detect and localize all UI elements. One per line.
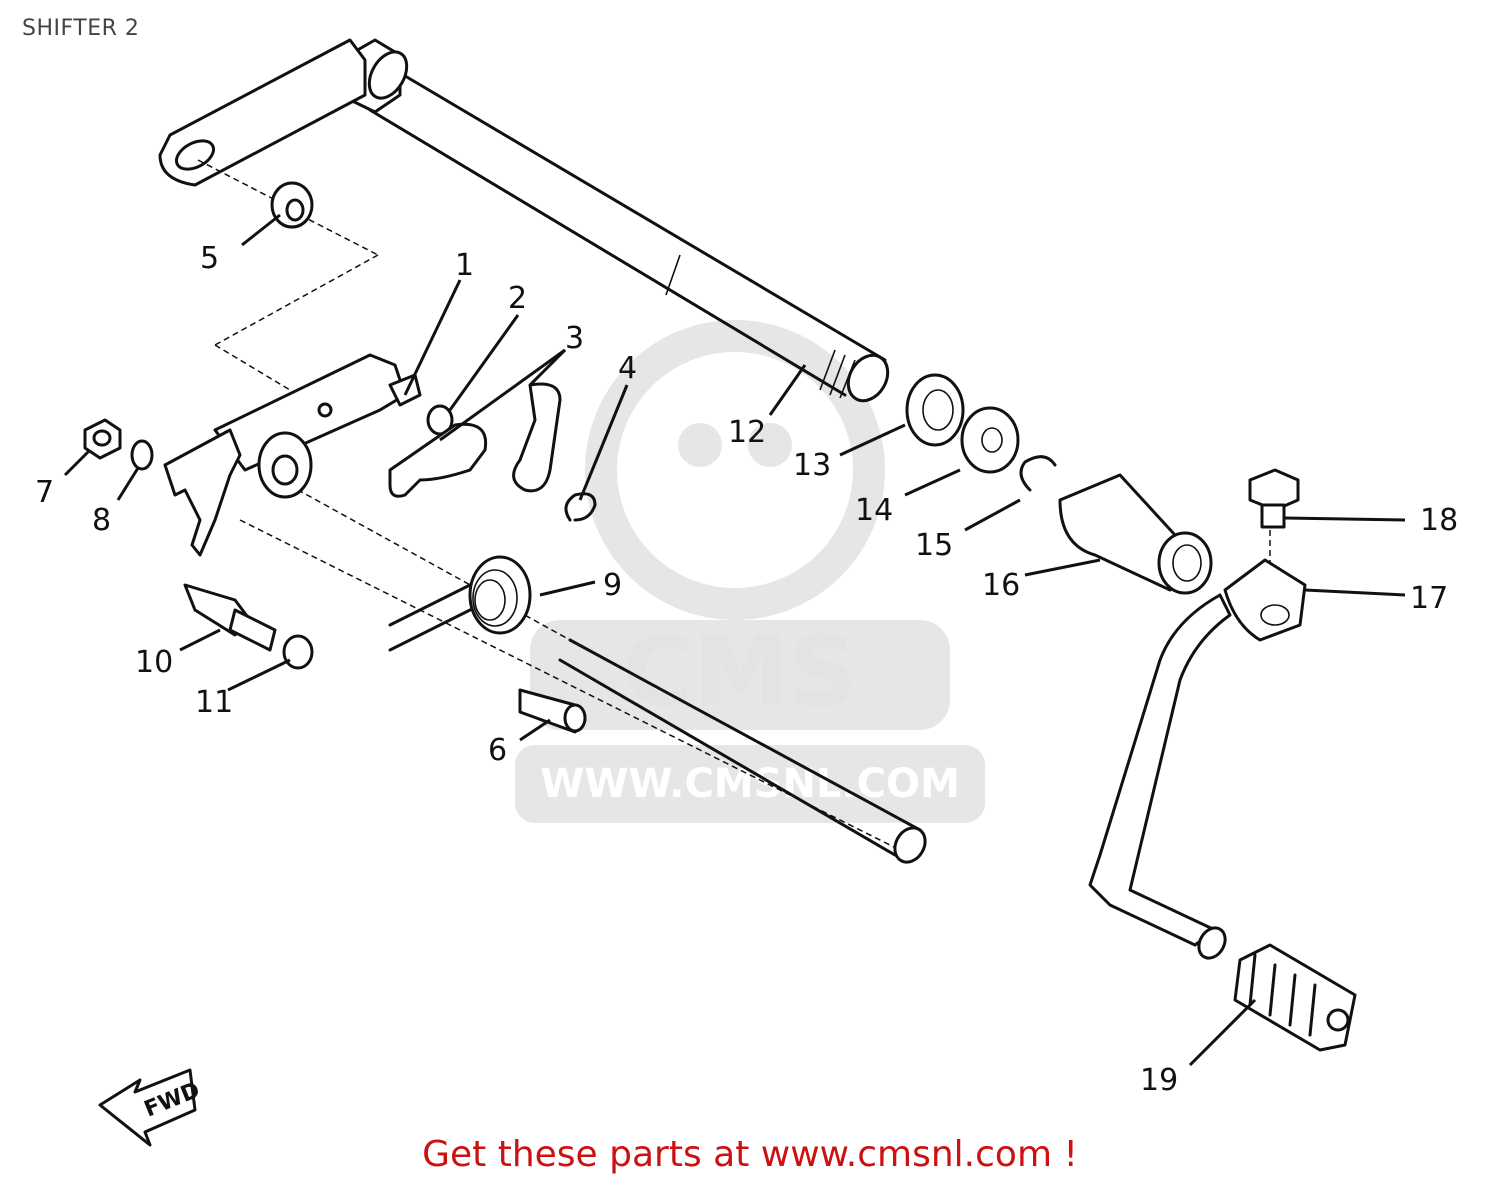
callout-4: 4: [618, 351, 637, 386]
callout-1: 1: [455, 248, 474, 283]
part-9-spring: [388, 555, 532, 652]
part-14-washer: [960, 406, 1020, 474]
callout-19: 19: [1140, 1063, 1178, 1098]
part-17-pedal-clamp: [1223, 558, 1307, 642]
part-8-washer: [130, 439, 154, 471]
part-3-pawls: [388, 382, 562, 498]
callout-6: 6: [488, 733, 507, 768]
callout-17: 17: [1410, 581, 1448, 616]
callout-12: 12: [728, 415, 766, 450]
callout-5: 5: [200, 241, 219, 276]
callout-13: 13: [793, 448, 831, 483]
cmsnl-watermark: CMS WWW.CMSNL.COM: [515, 320, 985, 823]
callout-2: 2: [508, 281, 527, 316]
part-19-shift-pedal: [1088, 593, 1357, 1052]
callout-9: 9: [603, 568, 622, 603]
part-4-circlip: [564, 492, 597, 522]
callout-14: 14: [855, 493, 893, 528]
callout-3: 3: [565, 321, 584, 356]
long-rod: [558, 638, 927, 864]
part-18-bolt: [1248, 468, 1300, 529]
part-10-bolt: [183, 583, 277, 652]
watermark-logo-text: CMS: [622, 616, 857, 728]
callout-8: 8: [92, 503, 111, 538]
callout-16: 16: [982, 568, 1020, 603]
part-16-boot: [1058, 473, 1213, 595]
callout-10: 10: [135, 645, 173, 680]
callout-18: 18: [1420, 503, 1458, 538]
part-11-washer: [282, 634, 314, 670]
part-15-circlip: [1019, 455, 1057, 492]
part-13-oil-seal: [905, 373, 965, 447]
callout-7: 7: [35, 475, 54, 510]
cmsnl-parts-link[interactable]: Get these parts at www.cmsnl.com !: [422, 1134, 1078, 1175]
part-5-collar: [270, 181, 314, 229]
callout-15: 15: [915, 528, 953, 563]
callout-11: 11: [195, 685, 233, 720]
page-title: SHIFTER 2: [22, 16, 140, 41]
callout-numbers: 1 2 3 4 5 6 7 8 9 10 11 12 13 14 15 16 1…: [35, 241, 1458, 1098]
watermark-url-text: WWW.CMSNL.COM: [540, 761, 960, 807]
part-7-nut: [83, 418, 122, 460]
callout-leader-lines: [63, 213, 1406, 1067]
part-12-shift-shaft: [158, 38, 890, 403]
part-6-pin: [518, 688, 587, 734]
shift-arm-assembly: [163, 353, 422, 557]
